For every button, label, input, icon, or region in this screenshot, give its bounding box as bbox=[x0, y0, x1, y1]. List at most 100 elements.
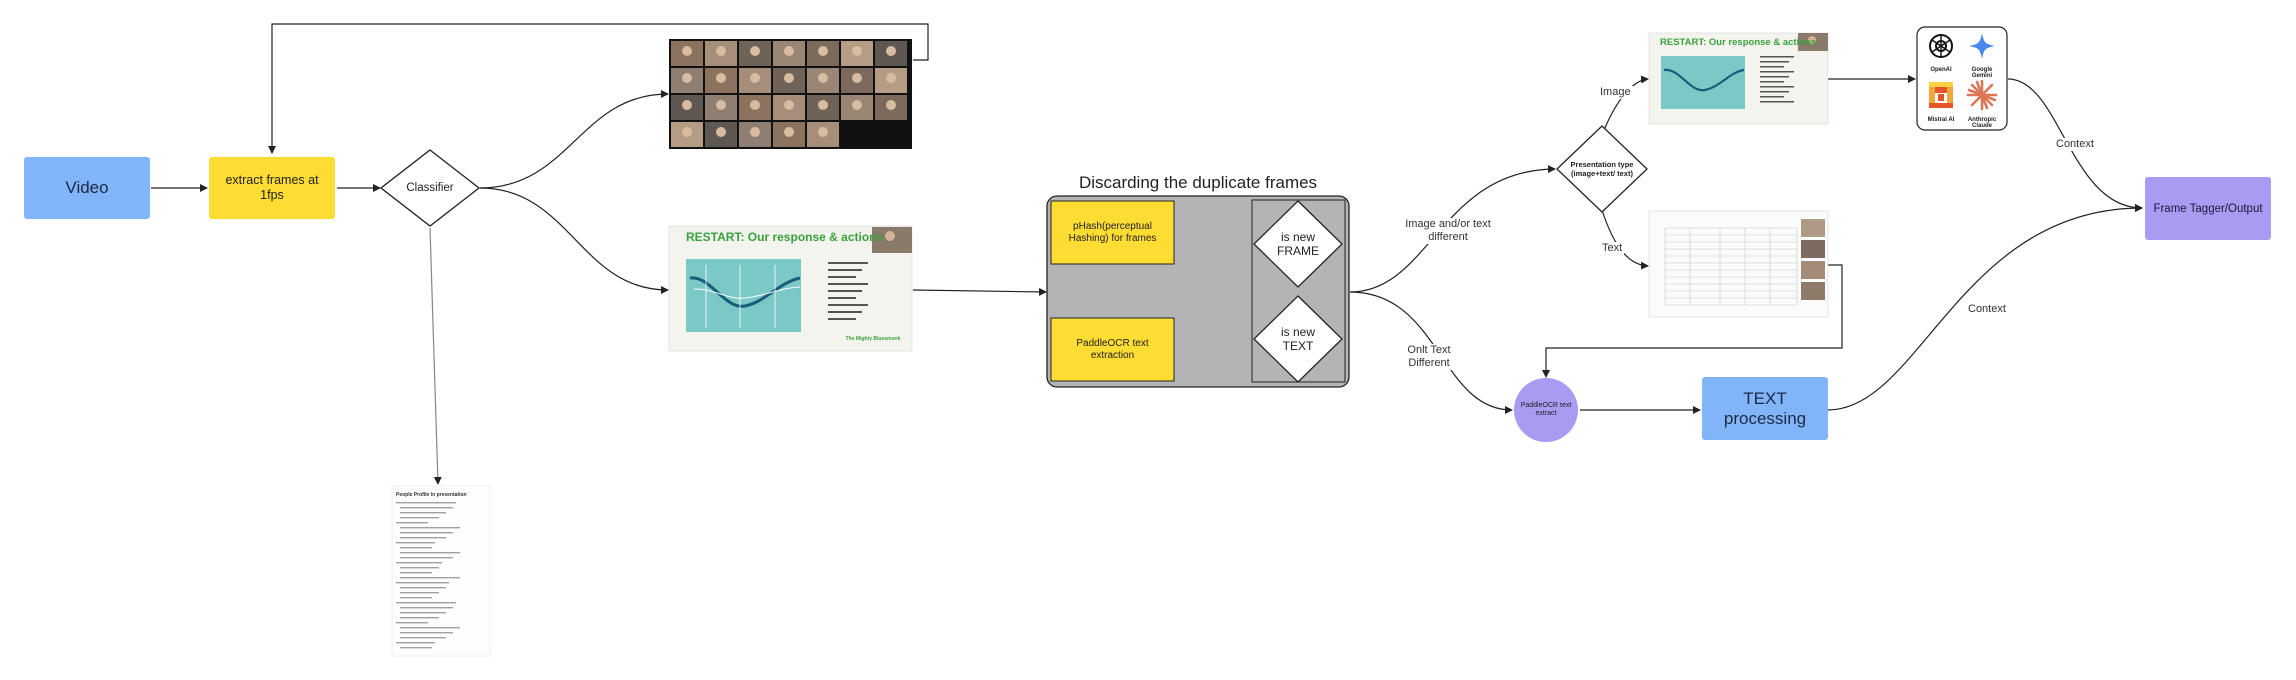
edge-classifier-video-grid bbox=[479, 90, 669, 189]
participant-face bbox=[852, 73, 862, 83]
paddle-extract-node[interactable] bbox=[1050, 317, 1175, 382]
small-slide-bullet-line bbox=[1760, 96, 1784, 98]
video-node[interactable] bbox=[24, 157, 150, 219]
slide-title: RESTART: Our response & actions bbox=[686, 230, 883, 244]
participant-face bbox=[716, 127, 726, 137]
slide-bullet-line bbox=[828, 318, 856, 320]
presentation-type-diamond[interactable] bbox=[1556, 125, 1648, 213]
edge-label-image: Image bbox=[1598, 86, 1633, 99]
doc-text-line bbox=[400, 617, 439, 619]
participant-face bbox=[818, 73, 828, 83]
slide-title-red: RESTART: bbox=[686, 230, 745, 244]
slide-footer: The Mighty Bluesmonk bbox=[845, 336, 901, 342]
participant-face bbox=[716, 73, 726, 83]
dedup-group bbox=[1046, 195, 1350, 388]
document-thumbnail[interactable] bbox=[391, 485, 491, 657]
doc-text-line bbox=[400, 647, 432, 649]
participant-face bbox=[852, 100, 862, 110]
small-slide-bullet-line bbox=[1760, 61, 1789, 63]
doc-text-line bbox=[396, 502, 456, 504]
slide-bullet-line bbox=[828, 311, 862, 313]
edge-label-context-bottom: Context bbox=[1966, 303, 2008, 316]
doc-text-line bbox=[400, 532, 453, 534]
participant-face bbox=[750, 46, 760, 56]
participant-face bbox=[818, 100, 828, 110]
doc-text-line bbox=[400, 572, 432, 574]
doc-text-line bbox=[396, 562, 442, 564]
participant-face bbox=[682, 46, 692, 56]
doc-text-line bbox=[400, 527, 460, 529]
phash-node[interactable] bbox=[1050, 200, 1175, 265]
edge-slide-group bbox=[912, 287, 1047, 296]
participant-face bbox=[818, 127, 828, 137]
participant-face bbox=[784, 100, 794, 110]
slide-chart-area bbox=[686, 259, 801, 332]
gemini-icon bbox=[1969, 33, 1995, 59]
video-grid-thumbnail[interactable] bbox=[669, 39, 912, 149]
small-slide-bullet-line bbox=[1760, 86, 1794, 88]
participant-face bbox=[682, 127, 692, 137]
slide-bullet-line bbox=[828, 290, 862, 292]
edge-label-onlt-text: Onlt Text Different bbox=[1385, 344, 1473, 370]
extract-frames-node[interactable] bbox=[209, 157, 335, 219]
phash-label: pHash(perceptual Hashing) for frames bbox=[1068, 220, 1157, 244]
doc-text-line bbox=[400, 597, 432, 599]
participant-face bbox=[716, 100, 726, 110]
small-slide-bullet-line bbox=[1760, 66, 1784, 68]
edge-presentation-text bbox=[1601, 209, 1649, 270]
doc-text-line bbox=[396, 602, 456, 604]
doc-text-line bbox=[396, 542, 435, 544]
frame-tagger-node[interactable] bbox=[2145, 177, 2271, 240]
small-slide-bullet-line bbox=[1760, 81, 1784, 83]
small-slide-title: RESTART: Our response & actions bbox=[1660, 37, 1816, 48]
is-new-frame-diamond[interactable] bbox=[1253, 200, 1343, 288]
doc-text-line bbox=[400, 612, 446, 614]
doc-text-line bbox=[400, 547, 432, 549]
small-slide-bullet-line bbox=[1760, 71, 1794, 73]
participant-face bbox=[750, 100, 760, 110]
participant-face bbox=[852, 46, 862, 56]
participant-face bbox=[784, 127, 794, 137]
edge-textproc-tagger bbox=[1827, 204, 2143, 411]
slide-bullet-line bbox=[828, 276, 856, 278]
participant-face bbox=[750, 73, 760, 83]
is-new-text-diamond[interactable] bbox=[1253, 295, 1343, 383]
openai-icon bbox=[1929, 34, 1953, 58]
slide-bullet-line bbox=[828, 297, 856, 299]
participant-face bbox=[886, 46, 896, 56]
small-slide-bullet-line bbox=[1760, 91, 1789, 93]
doc-text-line bbox=[400, 627, 460, 629]
slide-thumbnail[interactable] bbox=[668, 225, 913, 352]
participant-face bbox=[716, 46, 726, 56]
doc-text-line bbox=[400, 512, 446, 514]
text-processing-node[interactable] bbox=[1702, 377, 1828, 440]
doc-text-line bbox=[400, 637, 446, 639]
doc-text-line bbox=[396, 642, 435, 644]
logo-caption-mistral: Mistral AI bbox=[1927, 117, 1955, 123]
small-slide-bullet-line bbox=[1760, 56, 1794, 58]
classifier-label: Classifier bbox=[406, 182, 454, 194]
doc-text-line bbox=[400, 537, 446, 539]
slide-thumbnail-small[interactable] bbox=[1648, 32, 1829, 125]
paddle-circle-label: PaddleOCR text extract bbox=[1520, 402, 1572, 417]
table-thumbnail[interactable] bbox=[1648, 210, 1829, 318]
logo-caption-openai: OpenAI bbox=[1930, 67, 1952, 73]
edge-label-context-top: Context bbox=[2054, 138, 2096, 151]
edge-classifier-slide bbox=[479, 187, 669, 294]
participant-face bbox=[886, 73, 896, 83]
edge-label-image-and-or-text: Image and/or text different bbox=[1402, 218, 1494, 244]
doc-text-line bbox=[396, 622, 428, 624]
logo-caption-gemini: Google Gemini bbox=[1971, 67, 1993, 79]
doc-text-line bbox=[400, 507, 453, 509]
paddle-ocr-circle[interactable] bbox=[1514, 378, 1578, 442]
claude-icon bbox=[1966, 79, 1998, 111]
text-processing-label: TEXT processing bbox=[1723, 388, 1807, 428]
participant-face bbox=[886, 100, 896, 110]
classifier-diamond[interactable] bbox=[379, 149, 481, 227]
llm-logos-box[interactable] bbox=[1916, 26, 2008, 131]
doc-text-line bbox=[400, 517, 439, 519]
small-slide-bullet-line bbox=[1760, 76, 1789, 78]
slide-title-green: Our response & actions bbox=[747, 230, 884, 244]
group-title: Discarding the duplicate frames bbox=[1078, 173, 1318, 192]
